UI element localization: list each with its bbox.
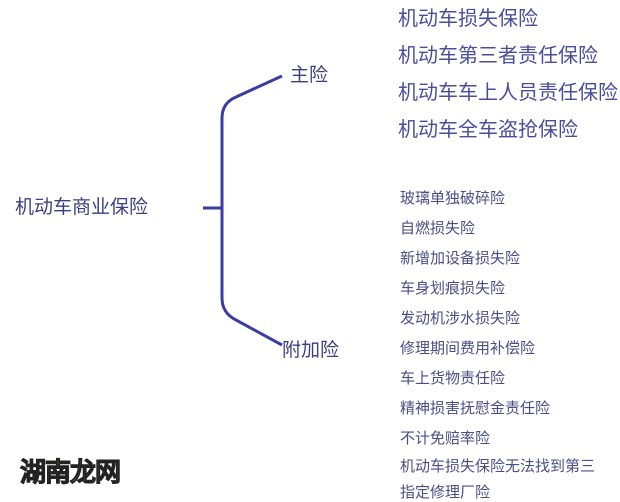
main-item: 机动车全车盗抢保险: [398, 117, 578, 141]
watermark-part2: 龙网: [70, 458, 122, 488]
additional-item: 自燃损失险: [400, 219, 476, 237]
additional-item: 车身划痕损失险: [400, 279, 506, 297]
main-item: 机动车第三者责任保险: [398, 43, 598, 67]
additional-item: 不计免赔率险: [400, 429, 491, 447]
branch-connector-additional: [220, 208, 283, 347]
additional-item: 精神损害抚慰金责任险: [400, 399, 551, 417]
additional-item: 指定修理厂险: [400, 483, 491, 501]
additional-item: 修理期间费用补偿险: [400, 339, 536, 357]
branch-additional: 附加险: [282, 339, 340, 361]
additional-item: 发动机涉水损失险: [400, 309, 521, 327]
watermark-part1: 湖南: [19, 458, 71, 488]
root-node: 机动车商业保险: [15, 196, 149, 218]
main-item: 机动车车上人员责任保险: [398, 80, 618, 104]
additional-item: 车上货物责任险: [400, 369, 506, 387]
additional-item: 机动车损失保险无法找到第三: [400, 457, 596, 475]
branch-connector-main: [220, 74, 283, 208]
branch-main: 主险: [290, 64, 329, 86]
additional-item: 玻璃单独破碎险: [400, 189, 506, 207]
additional-item: 新增加设备损失险: [400, 249, 521, 267]
watermark-logo: 湖南龙网: [19, 458, 122, 488]
main-item: 机动车损失保险: [398, 6, 538, 30]
